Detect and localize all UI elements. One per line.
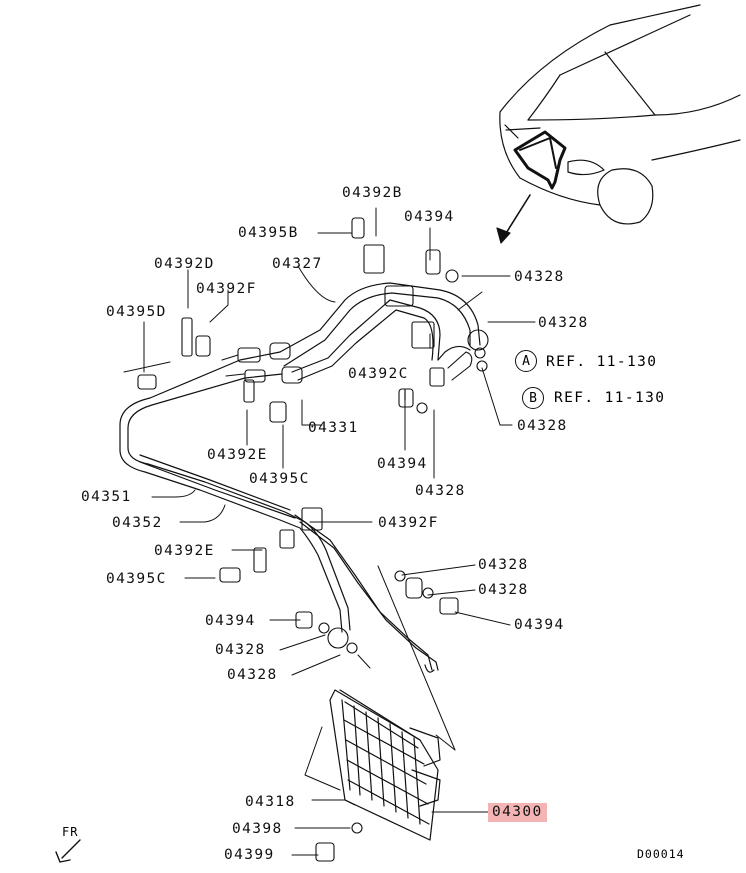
part-callout[interactable]: 04394 xyxy=(514,617,565,633)
part-callout[interactable]: 04351 xyxy=(81,489,132,505)
front-direction-label: FR xyxy=(62,825,79,839)
part-callout[interactable]: 04328 xyxy=(478,557,529,573)
part-callout[interactable]: 04392E xyxy=(207,447,268,463)
fittings xyxy=(137,217,489,862)
part-callout[interactable]: 04392E xyxy=(154,543,215,559)
part-callout[interactable]: 04352 xyxy=(112,515,163,531)
condenser-pipes xyxy=(119,282,481,673)
ref-link[interactable]: REF. 11-130 xyxy=(546,354,658,370)
drawing-code: D00014 xyxy=(637,847,685,861)
part-callout[interactable]: 04327 xyxy=(272,256,323,272)
part-callout[interactable]: 04399 xyxy=(224,847,275,863)
part-callout[interactable]: 04395D xyxy=(106,304,167,320)
part-callout[interactable]: 04328 xyxy=(514,269,565,285)
condenser-core xyxy=(329,689,441,841)
part-callout[interactable]: 04328 xyxy=(538,315,589,331)
part-callout[interactable]: 04392F xyxy=(196,281,257,297)
part-callout[interactable]: 04318 xyxy=(245,794,296,810)
vehicle-outline xyxy=(496,4,741,244)
part-callout[interactable]: 04394 xyxy=(404,209,455,225)
part-callout[interactable]: 04395B xyxy=(238,225,299,241)
part-callout[interactable]: 04328 xyxy=(478,582,529,598)
part-callout[interactable]: 04392D xyxy=(154,256,215,272)
part-callout[interactable]: 04392F xyxy=(378,515,439,531)
part-callout[interactable]: 04394 xyxy=(205,613,256,629)
part-callout[interactable]: 04328 xyxy=(227,667,278,683)
part-callout[interactable]: 04328 xyxy=(517,418,568,434)
part-callout[interactable]: 04392C xyxy=(348,366,409,382)
ref-marker-a: A xyxy=(515,350,537,372)
part-callout[interactable]: 04328 xyxy=(215,642,266,658)
part-callout[interactable]: 04395C xyxy=(106,571,167,587)
part-callout[interactable]: 04394 xyxy=(377,456,428,472)
part-callout[interactable]: 04331 xyxy=(308,420,359,436)
part-callout[interactable]: 04392B xyxy=(342,185,403,201)
ref-link[interactable]: REF. 11-130 xyxy=(554,390,666,406)
part-callout[interactable]: 04398 xyxy=(232,821,283,837)
part-callout[interactable]: 04395C xyxy=(249,471,310,487)
part-callout[interactable]: 04328 xyxy=(415,483,466,499)
part-callout-highlighted[interactable]: 04300 xyxy=(488,803,547,822)
ref-marker-b: B xyxy=(522,387,544,409)
leader-lines xyxy=(123,207,536,856)
